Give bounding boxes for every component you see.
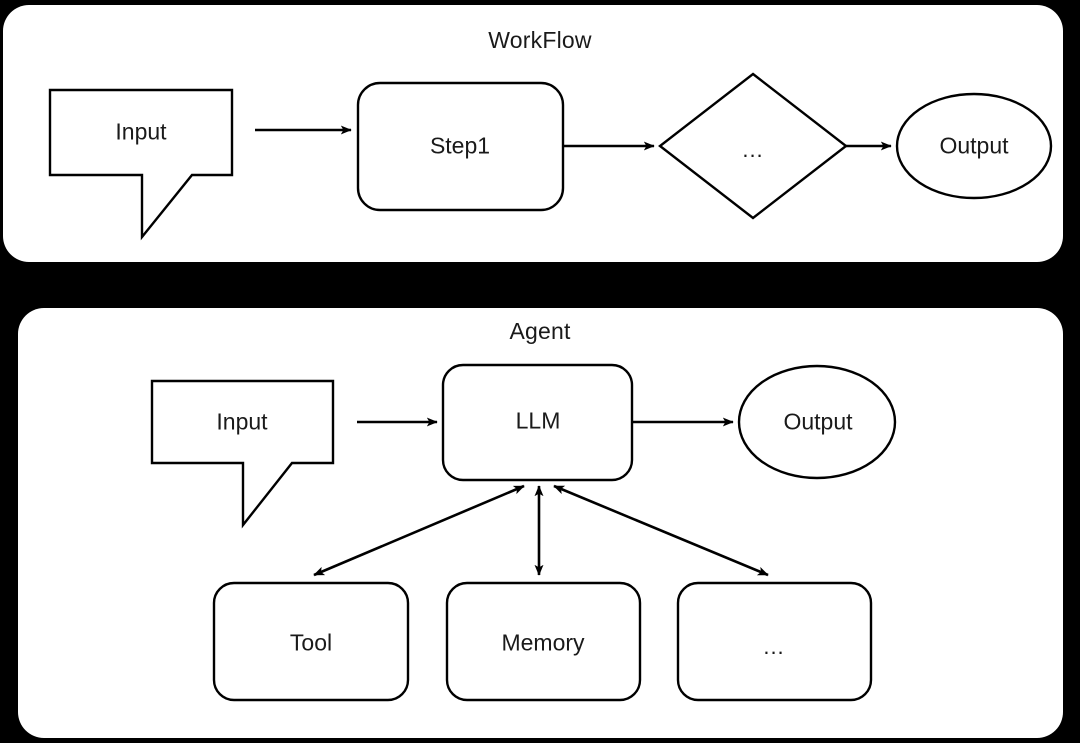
agent-tool-label: Tool [289,629,333,656]
agent-memory-label: Memory [501,629,585,656]
workflow-input-label: Input [115,118,167,145]
workflow-decision-label: ... [742,137,764,162]
agent-llm-label: LLM [515,407,561,434]
agent-panel-title: Agent [509,318,571,344]
workflow-output-label: Output [939,132,1009,159]
agent-input-label: Input [216,408,268,435]
agent-more-label: ... [763,634,785,659]
agent-output-label: Output [783,408,853,435]
workflow-panel-title: WorkFlow [488,27,592,53]
workflow-step1-label: Step1 [429,132,491,159]
agent-panel [18,308,1063,738]
